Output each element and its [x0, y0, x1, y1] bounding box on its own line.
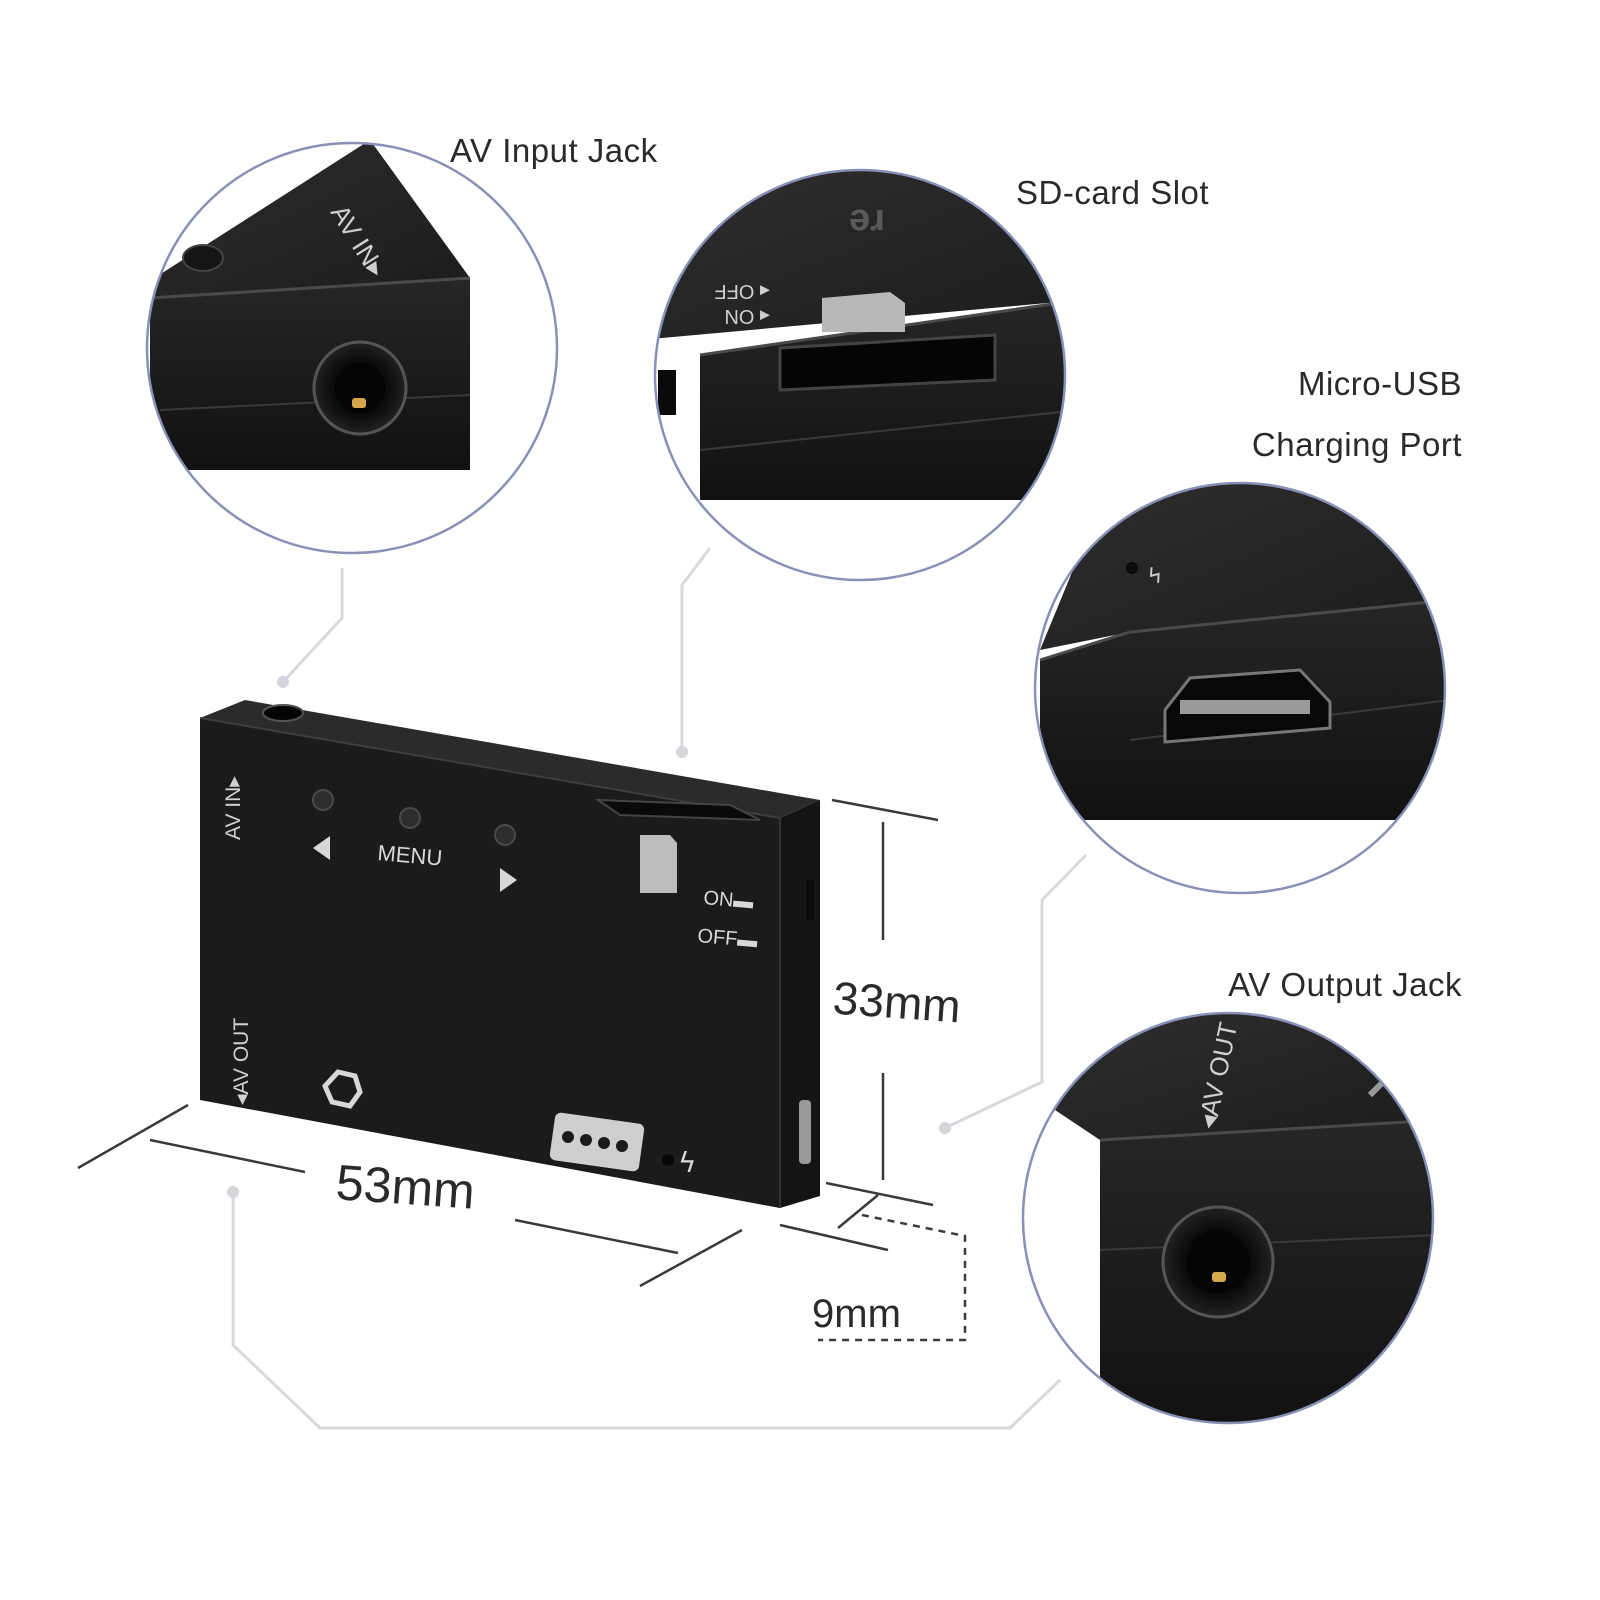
detail-circle	[653, 168, 1067, 582]
svg-text:re: re	[849, 201, 885, 243]
sd-card-detail: re ◂ OFF ◂ ON	[653, 168, 1067, 582]
right-button	[494, 824, 516, 846]
device-body: ϟ AV IN▸ ◂AV OUT MENU ON▬ OFF▬	[199, 700, 820, 1208]
av-out-label: ◂AV OUT	[230, 1018, 253, 1105]
svg-text:ϟ: ϟ	[1145, 563, 1165, 591]
charging-port-label: Charging Port	[1251, 426, 1462, 463]
depth-bracket	[818, 1213, 967, 1342]
micro-usb-detail: ϟ	[1033, 481, 1447, 895]
leader-micro-usb	[944, 853, 1088, 1130]
leader-av-input	[281, 568, 344, 684]
charge-icon: ϟ	[678, 1146, 696, 1179]
sd-card-slot-label: SD-card Slot	[1016, 174, 1210, 211]
leader-lines	[231, 547, 1088, 1430]
left-arrow-icon	[313, 836, 330, 860]
sd-card-icon	[640, 835, 677, 893]
height-dimension-label: 33mm	[831, 971, 963, 1033]
av-output-detail: ◂AV OUT	[1021, 1011, 1435, 1425]
left-button	[312, 789, 334, 811]
indicator-led	[662, 1154, 674, 1166]
leader-av-output	[231, 1192, 1062, 1430]
menu-label: MENU	[377, 840, 444, 871]
width-dimension-label: 53mm	[334, 1154, 477, 1220]
detail-circle	[1021, 1011, 1435, 1425]
video-icon	[322, 1069, 363, 1109]
battery-icon	[549, 1112, 645, 1172]
off-label: OFF▬	[697, 925, 759, 952]
dimension-lines	[77, 798, 939, 1288]
detail-circle	[145, 141, 559, 555]
micro-usb-label: Micro-USB	[1297, 365, 1462, 402]
av-input-detail: AV IN▸	[145, 141, 559, 555]
av-in-label: AV IN▸	[222, 776, 245, 840]
depth-dimension-label: 9mm	[812, 1292, 901, 1336]
svg-text:◂ OFF: ◂ OFF	[714, 280, 770, 302]
leader-dots	[227, 676, 951, 1198]
right-arrow-icon	[500, 868, 517, 892]
menu-button	[399, 807, 421, 829]
svg-text:◂ ON: ◂ ON	[724, 305, 770, 327]
av-output-jack-label: AV Output Jack	[1228, 966, 1462, 1003]
av-input-jack-label: AV Input Jack	[450, 132, 658, 169]
on-label: ON▬	[703, 887, 755, 913]
detail-circle	[1033, 481, 1447, 895]
leader-sd-card	[680, 547, 712, 752]
